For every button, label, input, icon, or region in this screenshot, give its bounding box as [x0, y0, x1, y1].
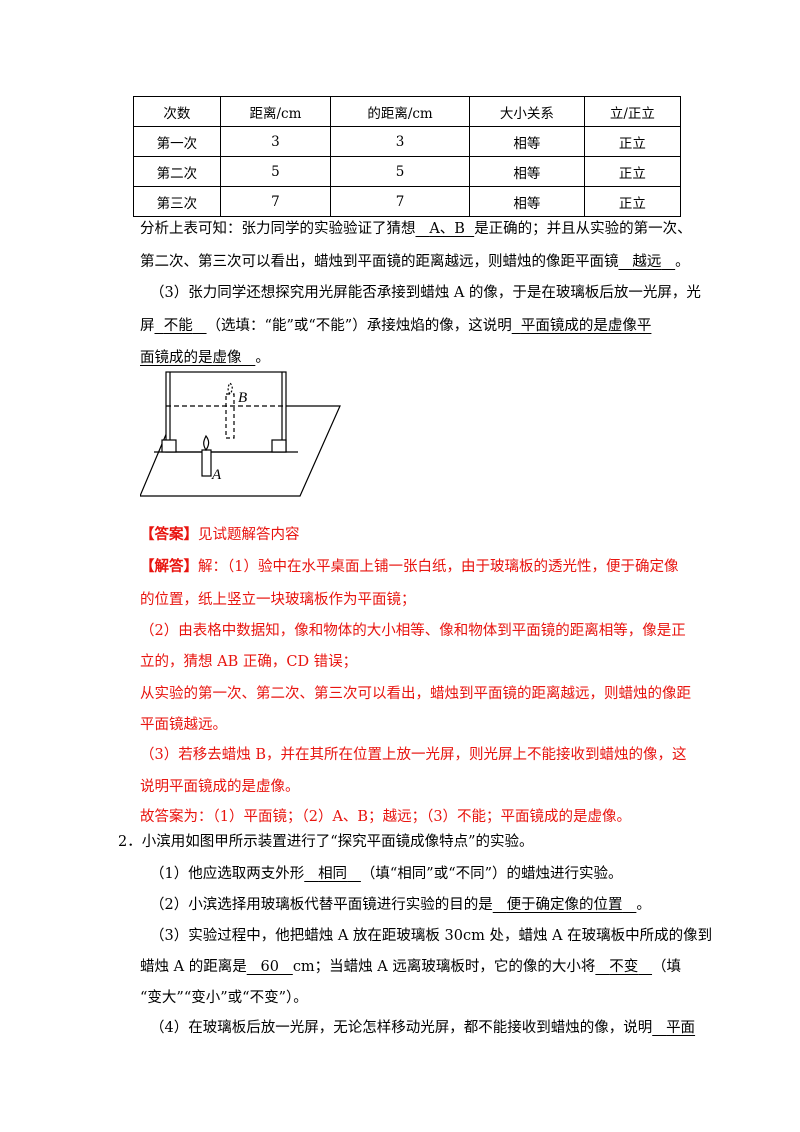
- q2-part-3-line-1: （3）实验过程中，他把蜡烛 A 放在距玻璃板 30cm 处，蜡烛 A 在玻璃板中…: [150, 928, 713, 944]
- table-header-cell: 大小关系: [468, 96, 585, 127]
- text: 第二次、第三次可以看出，蜡烛到平面镜的距离越远，则蜡烛的像距平面镜: [140, 254, 619, 270]
- table-header-cell: 立/正立: [583, 96, 682, 127]
- table-header-cell: 的距离/cm: [330, 96, 470, 127]
- answer-tag: 【答案】: [140, 526, 198, 543]
- q2-title: 2．小滨用如图甲所示装置进行了“探究平面镜成像特点”的实验。: [118, 834, 534, 850]
- q2-part-4: （4）在玻璃板后放一光屏，无论怎样移动光屏，都不能接收到蜡烛的像，说明 平面: [150, 1020, 696, 1036]
- answer-fill: 越远: [632, 254, 662, 270]
- answer-fill: 面镜成的是虚像: [140, 350, 242, 366]
- q3-line-2: 屏 不能 （选填：“能”或“不能”）承接烛焰的像，这说明 平面镜成的是虚像平: [140, 318, 652, 334]
- solution-line-3: （2）由表格中数据知，像和物体的大小相等、像和物体到平面镜的距离相等，像是正: [140, 623, 686, 639]
- analysis-line-1: 分析上表可知：张力同学的实验验证了猜想 A、B 是正确的；并且从实验的第一次、: [140, 217, 692, 238]
- answer-fill: 平面镜成的是虚像平: [520, 318, 652, 334]
- solution-line-8: 说明平面镜成的是虚像。: [140, 779, 300, 795]
- label-b: B: [238, 390, 247, 406]
- text: 。: [675, 254, 690, 270]
- results-table: 次数 距离/cm 的距离/cm 大小关系 立/正立 第一次 3 3 相等 正立 …: [133, 96, 682, 217]
- answer-text: 见试题解答内容: [198, 527, 300, 543]
- q3-line-1: （3）张力同学还想探究用光屏能否承接到蜡烛 A 的像，于是在玻璃板后放一光屏，光: [150, 285, 701, 301]
- table-cell: 3: [330, 126, 470, 157]
- plane-mirror-figure: B A: [140, 371, 341, 497]
- answer-fill: 相同: [318, 866, 348, 882]
- table-cell: 正立: [583, 156, 682, 187]
- solution-tag: 【解答】: [140, 558, 198, 575]
- table-cell: 正立: [583, 186, 682, 217]
- table-cell: 7: [219, 186, 332, 217]
- answer-fill: 60: [260, 959, 279, 975]
- table-cell: 第三次: [133, 186, 221, 217]
- answer-fill: A、B: [429, 221, 465, 237]
- table-header-cell: 次数: [133, 96, 221, 127]
- solution-line-9: 故答案为：（1）平面镜；（2）A、B；越远；（3）不能；平面镜成的是虚像。: [140, 809, 632, 825]
- table-row: 第二次 5 5 相等 正立: [133, 156, 682, 187]
- answer-fill: 便于确定像的位置: [506, 897, 623, 913]
- table-cell: 相等: [468, 186, 585, 217]
- table-cell: 7: [330, 186, 470, 217]
- q3-line-3: 面镜成的是虚像 。: [140, 350, 270, 366]
- table-cell: 正立: [583, 126, 682, 157]
- answer-fill: 不变: [609, 959, 639, 975]
- table-cell: 5: [219, 156, 332, 187]
- q2-part-3-line-2: 蜡烛 A 的距离是 60 cm；当蜡烛 A 远离玻璃板时，它的像的大小将 不变 …: [140, 959, 682, 975]
- table-cell: 相等: [468, 156, 585, 187]
- table-cell: 相等: [468, 126, 585, 157]
- table-cell: 5: [330, 156, 470, 187]
- solution-line-2: 的位置，纸上竖立一块玻璃板作为平面镜；: [140, 592, 416, 608]
- table-cell: 3: [219, 126, 332, 157]
- candle-a: [201, 449, 212, 477]
- analysis-line-2: 第二次、第三次可以看出，蜡烛到平面镜的距离越远，则蜡烛的像距平面镜 越远 。: [140, 250, 690, 271]
- label-a: A: [211, 467, 222, 483]
- solution-line-6: 平面镜越远。: [140, 717, 227, 733]
- solution-line-4: 立的，猜想 AB 正确，CD 错误；: [140, 654, 358, 670]
- solution-line-7: （3）若移去蜡烛 B，并在其所在位置上放一光屏，则光屏上不能接收到蜡烛的像，这: [140, 747, 687, 763]
- table-cell: 第二次: [133, 156, 221, 187]
- text: 是正确的；并且从实验的第一次、: [474, 221, 692, 237]
- table-header-row: 次数 距离/cm 的距离/cm 大小关系 立/正立: [133, 96, 682, 127]
- q2-part-1: （1）他应选取两支外形 相同 （填“相同”或“不同”）的蜡烛进行实验。: [150, 866, 623, 882]
- answer-fill: 不能: [163, 318, 193, 334]
- table-header-cell: 距离/cm: [219, 96, 332, 127]
- table-row: 第三次 7 7 相等 正立: [133, 186, 682, 217]
- text: 分析上表可知：张力同学的实验验证了猜想: [140, 221, 416, 237]
- solution-line-1: 【解答】解：（1）验中在水平桌面上铺一张白纸，由于玻璃板的透光性，便于确定像: [140, 558, 679, 575]
- table-row: 第一次 3 3 相等 正立: [133, 126, 682, 157]
- solution-line-5: 从实验的第一次、第二次、第三次可以看出，蜡烛到平面镜的距离越远，则蜡烛的像距: [140, 686, 691, 702]
- table-cell: 第一次: [133, 126, 221, 157]
- q2-part-2: （2）小滨选择用玻璃板代替平面镜进行实验的目的是 便于确定像的位置 。: [150, 897, 651, 913]
- answer-fill: 平面: [666, 1020, 696, 1036]
- q2-part-3-line-3: “变大”“变小”或“不变”）。: [140, 990, 308, 1006]
- answer-line: 【答案】见试题解答内容: [140, 523, 300, 544]
